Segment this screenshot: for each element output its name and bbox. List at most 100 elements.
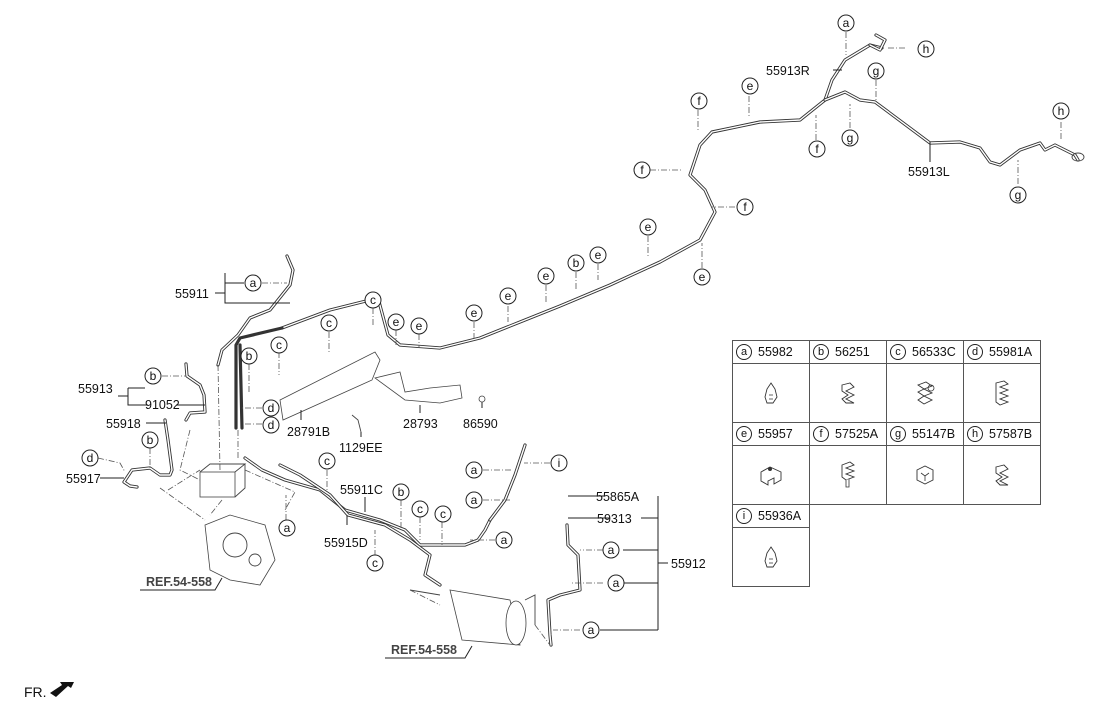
callout-e: e: [741, 77, 759, 95]
callout-g: g: [1009, 186, 1027, 204]
label-55913L: 55913L: [908, 165, 950, 179]
svg-text:a: a: [250, 276, 257, 290]
callout-a: a: [244, 274, 262, 292]
callout-a: a: [602, 541, 620, 559]
svg-text:e: e: [747, 79, 754, 93]
callout-c: c: [434, 505, 452, 523]
label-55912: 55912: [671, 557, 706, 571]
svg-text:e: e: [471, 306, 478, 320]
block-clip-icon: [916, 465, 934, 485]
legend-letter: d: [967, 344, 983, 360]
tube-55912: [546, 523, 582, 647]
label-55913: 55913: [78, 382, 113, 396]
svg-text:e: e: [393, 315, 400, 329]
label-55865A: 55865A: [596, 490, 640, 504]
callout-i: i: [550, 454, 568, 472]
tube-55911C-55915D: [243, 443, 527, 587]
callout-d: d: [81, 449, 99, 467]
svg-text:a: a: [843, 16, 850, 30]
svg-text:f: f: [697, 94, 701, 108]
label-55918: 55918: [106, 417, 141, 431]
clip-pin-icon: [764, 382, 778, 404]
legend-letter: i: [736, 508, 752, 524]
label-28793: 28793: [403, 417, 438, 431]
svg-text:g: g: [1015, 188, 1022, 202]
callout-c: c: [364, 291, 382, 309]
label-55915D: 55915D: [324, 536, 368, 550]
legend-row: i 55936A: [732, 504, 1041, 587]
label-55911C: 55911C: [340, 483, 383, 497]
callout-a: a: [465, 491, 483, 509]
svg-text:g: g: [847, 131, 854, 145]
quad-clip-icon: [995, 380, 1010, 406]
svg-text:d: d: [268, 418, 275, 432]
callout-a: a: [495, 531, 513, 549]
callout-e: e: [499, 287, 517, 305]
callout-c: c: [366, 554, 384, 572]
bracket-clip-icon: [760, 466, 782, 486]
legend-part-number: 55936A: [758, 509, 802, 523]
tube-91052: [184, 362, 207, 422]
rear-right-tube-end: [868, 33, 887, 52]
callout-c: c: [320, 314, 338, 332]
callout-b: b: [144, 367, 162, 385]
callout-h: h: [1052, 102, 1070, 120]
callout-c: c: [270, 336, 288, 354]
triple-clip-icon: [917, 381, 935, 405]
callout-f: f: [690, 92, 708, 110]
legend-letter: a: [736, 344, 752, 360]
callout-bubbles: a b b d b c c c e e e e e b e e e f f f …: [81, 14, 1070, 639]
callout-a: a: [837, 14, 855, 32]
tube-55911: [216, 254, 295, 367]
svg-text:e: e: [416, 319, 423, 333]
legend-part-number: 57525A: [835, 427, 879, 441]
callout-h: h: [917, 40, 935, 58]
svg-text:c: c: [370, 293, 376, 307]
legend-letter: b: [813, 344, 829, 360]
fuel-filter-cylinder: [409, 589, 536, 646]
abs-modulator-unit: [204, 514, 276, 586]
svg-text:a: a: [613, 576, 620, 590]
svg-text:e: e: [505, 289, 512, 303]
svg-text:h: h: [1058, 104, 1065, 118]
svg-text:c: c: [276, 338, 282, 352]
callout-g: g: [841, 129, 859, 147]
tube-d-branch: [234, 326, 284, 430]
reference-label: REF.54-558: [391, 643, 457, 657]
callout-d: d: [262, 416, 280, 434]
callout-c: c: [318, 452, 336, 470]
label-55911: 55911: [175, 287, 209, 301]
callout-f: f: [736, 198, 754, 216]
bolt-1129EE: [351, 414, 362, 433]
svg-text:f: f: [640, 163, 644, 177]
svg-text:c: c: [440, 507, 446, 521]
stud-clip-icon: [841, 461, 856, 488]
legend-part-number: 57587B: [989, 427, 1033, 441]
callout-e: e: [639, 218, 657, 236]
callout-b: b: [240, 347, 258, 365]
callout-b: b: [141, 431, 159, 449]
svg-text:c: c: [326, 316, 332, 330]
callout-c: c: [411, 500, 429, 518]
callout-e: e: [465, 304, 483, 322]
svg-text:b: b: [246, 349, 253, 363]
svg-text:g: g: [873, 64, 880, 78]
label-1129EE: 1129EE: [339, 441, 383, 455]
clip-pin-icon: [764, 546, 778, 568]
label-55913R: 55913R: [766, 64, 810, 78]
legend-letter: c: [890, 344, 906, 360]
exploded-guides: [159, 364, 551, 646]
legend-part-number: 55957: [758, 427, 793, 441]
front-direction-label: FR.: [24, 684, 47, 700]
svg-text:b: b: [150, 369, 157, 383]
callout-a: a: [607, 574, 625, 592]
callout-b: b: [567, 254, 585, 272]
svg-text:e: e: [645, 220, 652, 234]
